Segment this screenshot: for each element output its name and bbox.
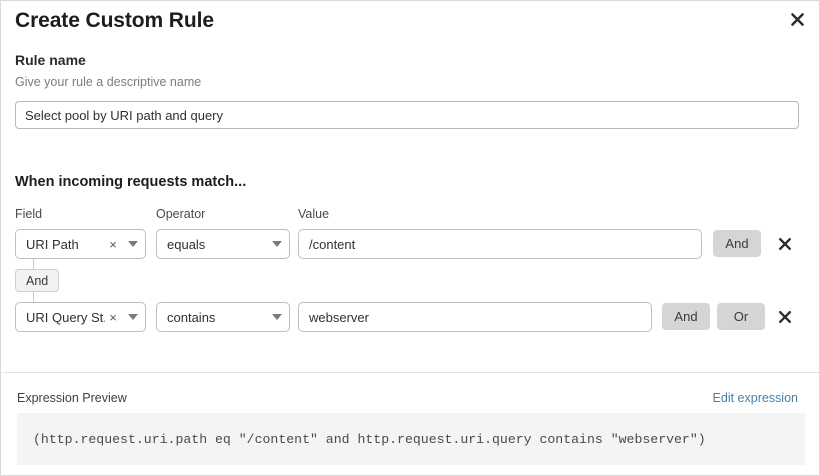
rule-name-help-text: Give your rule a descriptive name <box>15 75 202 89</box>
column-header-operator: Operator <box>156 207 206 221</box>
field-select-2-value: URI Query St... <box>26 309 105 325</box>
column-header-field: Field <box>15 207 43 221</box>
match-section-heading: When incoming requests match... <box>15 174 247 190</box>
rule-name-label: Rule name <box>15 52 86 68</box>
value-input-2[interactable] <box>298 302 652 332</box>
expression-preview-code: (http.request.uri.path eq "/content" and… <box>33 431 706 447</box>
connector-line-top <box>33 259 34 270</box>
expression-preview-label: Expression Preview <box>17 391 127 405</box>
remove-icon[interactable] <box>772 302 798 332</box>
value-input-1[interactable] <box>298 229 702 259</box>
chevron-down-icon[interactable] <box>121 241 145 247</box>
field-select-1-value: URI Path <box>26 236 79 252</box>
chevron-down-icon[interactable] <box>265 314 289 320</box>
connector-line-bottom <box>33 291 34 302</box>
field-select-2[interactable]: URI Query St... × <box>15 302 146 332</box>
operator-select-1-value: equals <box>167 236 206 252</box>
column-header-value: Value <box>298 207 330 221</box>
clear-icon[interactable]: × <box>109 309 117 325</box>
chevron-down-icon[interactable] <box>121 314 145 320</box>
group-connector-and[interactable]: And <box>15 269 60 292</box>
and-button-2[interactable]: And <box>662 303 710 330</box>
operator-select-1[interactable]: equals <box>156 229 290 259</box>
condition-row: URI Query St... × contains And Or <box>1 302 819 332</box>
operator-select-2[interactable]: contains <box>156 302 290 332</box>
close-icon[interactable] <box>784 6 810 32</box>
and-button-1[interactable]: And <box>713 230 761 257</box>
expression-preview-box: (http.request.uri.path eq "/content" and… <box>17 413 805 465</box>
chevron-down-icon[interactable] <box>265 241 289 247</box>
edit-expression-link[interactable]: Edit expression <box>712 391 798 405</box>
section-divider <box>1 372 819 373</box>
clear-icon[interactable]: × <box>109 236 117 252</box>
remove-icon[interactable] <box>772 229 798 259</box>
or-button-2[interactable]: Or <box>717 303 765 330</box>
rule-name-input[interactable] <box>15 101 799 129</box>
field-select-1[interactable]: URI Path × <box>15 229 146 259</box>
operator-select-2-value: contains <box>167 309 216 325</box>
page-title: Create Custom Rule <box>15 9 214 32</box>
condition-row: URI Path × equals And <box>1 229 819 259</box>
